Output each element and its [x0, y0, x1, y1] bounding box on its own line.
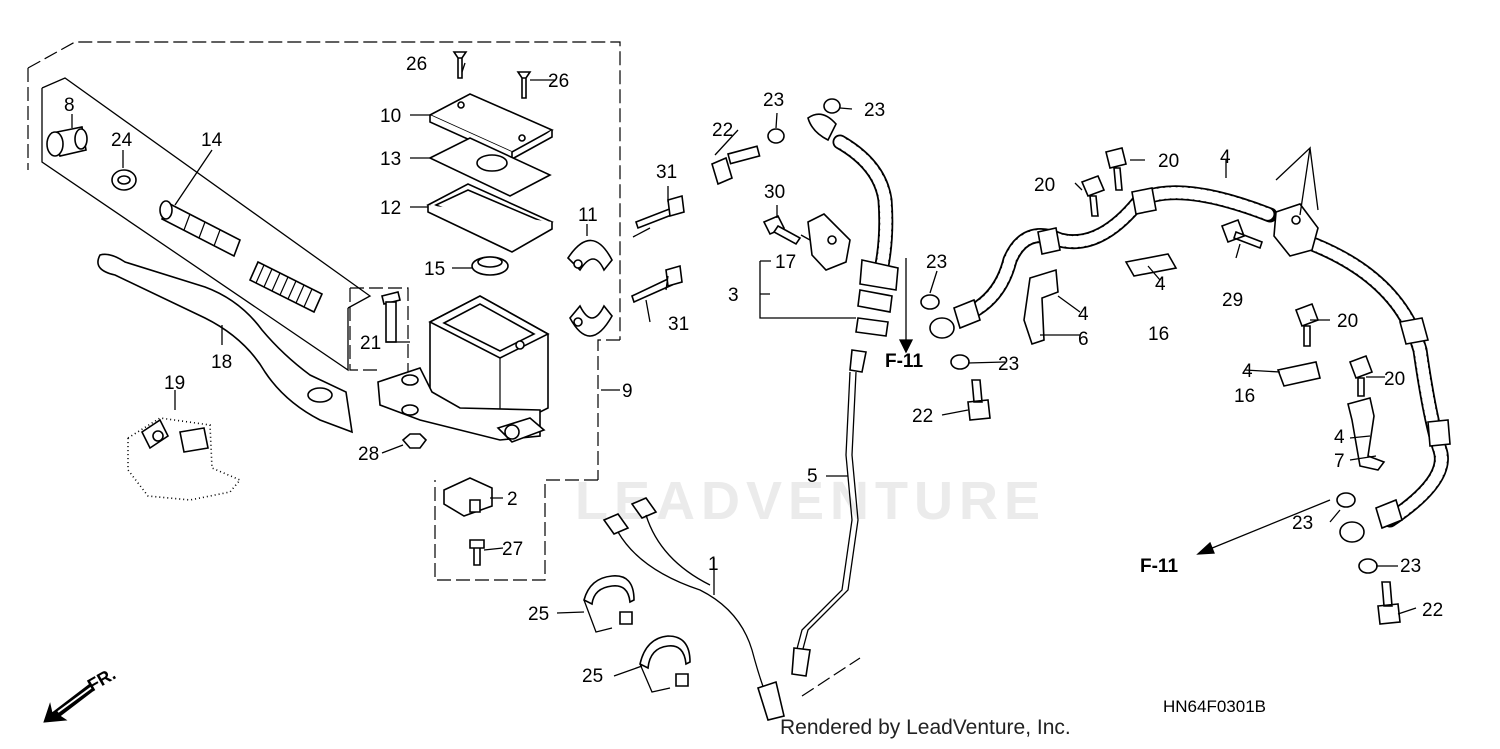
callout-3: 3	[728, 285, 739, 306]
brake-lever	[97, 253, 353, 434]
piston-spring	[248, 260, 324, 314]
cap-plate	[428, 137, 552, 197]
float-ring	[471, 256, 509, 276]
callout-16: 16	[1148, 324, 1169, 345]
callout-28: 28	[358, 444, 379, 465]
callout-1: 1	[708, 554, 719, 575]
callout-20: 20	[1384, 369, 1405, 390]
callout-22: 22	[1422, 600, 1443, 621]
callout-10: 10	[380, 106, 401, 127]
callout-23: 23	[926, 252, 947, 273]
callout-5: 5	[807, 466, 818, 487]
callout-31: 31	[656, 162, 677, 183]
callout-14: 14	[201, 130, 223, 151]
three-way-joint	[1273, 203, 1319, 257]
callout-22: 22	[712, 120, 733, 141]
callout-11: 11	[578, 205, 598, 226]
banjo-bolt-upper	[711, 145, 761, 186]
reference-f11-right: F-11	[1140, 556, 1178, 577]
watermark-text: LEADVENTURE	[575, 471, 1047, 531]
callout-2: 2	[507, 489, 518, 510]
banjo-bolts-lower	[967, 379, 1401, 625]
callout-labels: 1 2 3 4 4 4 4 4 5 6 7 8 9 10 11 12 13 14…	[64, 54, 1443, 687]
callout-20: 20	[1034, 175, 1055, 196]
pivot-nut	[401, 433, 428, 449]
footer-credit: Rendered by LeadVenture, Inc.	[780, 716, 1071, 739]
holder-clamp	[566, 239, 613, 337]
callout-31: 31	[668, 314, 689, 335]
circlip	[111, 169, 137, 191]
callout-24: 24	[111, 130, 133, 151]
callout-20: 20	[1337, 311, 1358, 332]
callout-25: 25	[528, 604, 549, 625]
harness-band-lower	[639, 635, 691, 693]
callout-18: 18	[211, 352, 232, 373]
cap-screws	[452, 51, 532, 99]
callout-4: 4	[1155, 274, 1166, 295]
callout-9: 9	[622, 381, 633, 402]
hose-bracket	[807, 213, 851, 271]
callout-4: 4	[1334, 427, 1345, 448]
callout-4: 4	[1220, 147, 1231, 168]
callout-4: 4	[1078, 304, 1089, 325]
callout-6: 6	[1078, 329, 1089, 350]
diagram-code: HN64F0301B	[1163, 697, 1267, 716]
lever-cap	[46, 126, 88, 157]
callout-23: 23	[864, 100, 885, 121]
switch-cover	[127, 417, 242, 501]
bracket-bolt	[762, 214, 802, 246]
callout-15: 15	[424, 259, 445, 280]
callout-26: 26	[548, 71, 569, 92]
harness-band-upper	[583, 575, 635, 633]
piston	[159, 200, 241, 258]
callout-29: 29	[1222, 290, 1243, 311]
switch-harness	[602, 497, 785, 721]
callout-25: 25	[582, 666, 603, 687]
reference-f11-left: F-11	[885, 351, 923, 372]
left-brake-hose	[929, 185, 1278, 339]
piston-set-outline	[41, 77, 372, 372]
switch-screw	[469, 539, 485, 566]
callout-7: 7	[1334, 451, 1345, 472]
pivot-bolt	[381, 291, 401, 343]
diaphragm	[426, 183, 554, 253]
callout-16: 16	[1234, 386, 1255, 407]
callout-23: 23	[1400, 556, 1421, 577]
callout-30: 30	[764, 182, 785, 203]
sealing-washers-lower	[920, 294, 1378, 574]
callout-22: 22	[912, 406, 933, 427]
callout-19: 19	[164, 373, 185, 394]
master-cylinder-body	[377, 295, 550, 443]
callout-4: 4	[1242, 361, 1253, 382]
callout-12: 12	[380, 198, 401, 219]
callout-23: 23	[998, 354, 1019, 375]
callout-8: 8	[64, 95, 75, 116]
sealing-washers-upper	[767, 98, 841, 144]
callout-21: 21	[360, 333, 381, 354]
leader-lines	[71, 62, 1417, 697]
callout-27: 27	[502, 539, 523, 560]
callout-26: 26	[406, 54, 427, 75]
callout-23: 23	[763, 90, 784, 111]
callout-23: 23	[1292, 513, 1313, 534]
hose-clips	[1023, 253, 1386, 471]
brake-pipe	[791, 349, 867, 677]
right-brake-hose	[1307, 237, 1451, 543]
clip-bolts	[1080, 147, 1374, 397]
callout-17: 17	[775, 252, 796, 273]
callout-20: 20	[1158, 151, 1179, 172]
upper-brake-hose	[807, 113, 899, 337]
reservoir-cap	[428, 93, 554, 161]
front-arrow-icon	[43, 683, 95, 723]
brake-switch	[443, 477, 493, 517]
callout-13: 13	[380, 149, 401, 170]
holder-bolts	[631, 194, 685, 304]
